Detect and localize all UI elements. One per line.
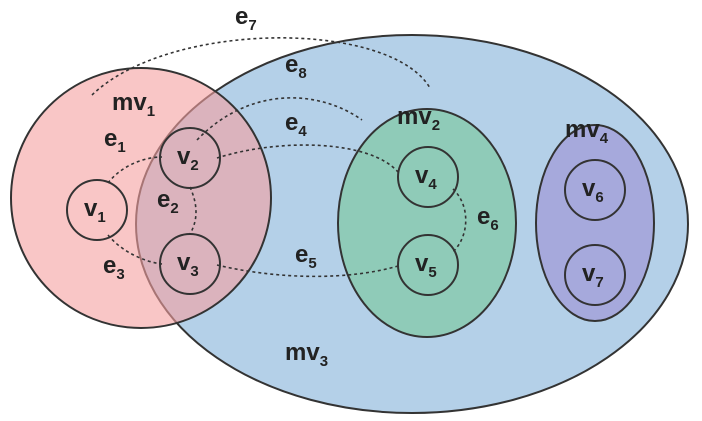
edge-e8-line	[196, 97, 363, 141]
metavertex-mv2-label: mv2	[397, 103, 440, 134]
vertex-v1-shape	[66, 179, 128, 241]
vertex-v4-shape	[397, 146, 459, 208]
edge-e4-label: e4	[285, 109, 307, 140]
vertex-v7-shape	[564, 244, 626, 306]
edge-e1-label: e1	[104, 125, 126, 156]
edge-e3-label: e3	[103, 252, 125, 283]
vertex-v7-label: v7	[582, 260, 604, 291]
metavertex-mv2-shape	[337, 108, 517, 338]
vertex-v5-label: v5	[415, 250, 437, 281]
metavertex-mv1-label: mv1	[112, 89, 155, 120]
edge-e8-label: e8	[285, 51, 307, 82]
vertex-v6-shape	[564, 159, 626, 221]
metavertex-mv4-shape	[535, 124, 655, 322]
edge-e6-line	[452, 188, 467, 253]
metavertex-mv3-label: mv3	[285, 339, 328, 370]
edge-e5-label: e5	[295, 241, 317, 272]
vertex-v5-shape	[397, 234, 459, 296]
metavertex-mv4-label: mv4	[565, 116, 609, 147]
edge-e3-line	[107, 234, 163, 265]
vertex-v4-label: v4	[415, 162, 437, 193]
vertex-v6-label: v6	[582, 175, 604, 206]
edge-e7-label: e7	[235, 3, 257, 34]
edge-e2-line	[189, 186, 197, 235]
edge-e1-line	[107, 156, 163, 184]
vertex-v2-label: v2	[177, 143, 199, 174]
vertex-v3-label: v3	[177, 249, 199, 280]
vertex-v3-shape	[159, 233, 221, 295]
vertex-v1-label: v1	[84, 195, 106, 226]
edge-e2-label: e2	[157, 186, 179, 217]
edge-e6-label: e6	[477, 203, 499, 234]
edge-e4-line	[216, 144, 399, 173]
edge-e5-line	[216, 264, 399, 278]
vertex-v2-shape	[159, 127, 221, 189]
